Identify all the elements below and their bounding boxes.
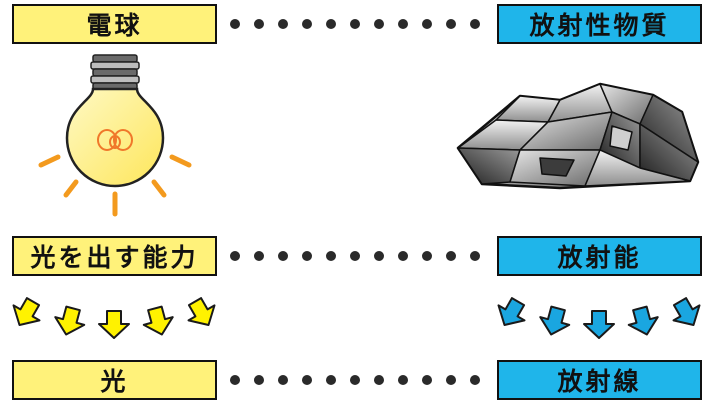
dot: [230, 19, 240, 29]
blue-arrows: [497, 297, 701, 339]
dot: [254, 375, 264, 385]
down-arrow-icon: [187, 297, 216, 326]
connector-dots-row-2: [230, 249, 480, 263]
down-arrow-icon: [627, 305, 659, 336]
dot: [278, 251, 288, 261]
dot: [302, 251, 312, 261]
down-arrow-icon: [539, 305, 571, 336]
dot: [302, 19, 312, 29]
light-label: 光: [12, 360, 217, 400]
dot: [374, 375, 384, 385]
dot: [350, 375, 360, 385]
dot: [446, 19, 456, 29]
light-bulb-icon: [38, 54, 192, 217]
dot: [254, 19, 264, 29]
radioactive-rock-icon: [456, 82, 700, 190]
dot: [302, 375, 312, 385]
dot: [254, 251, 264, 261]
dot: [230, 375, 240, 385]
dot: [278, 19, 288, 29]
dot: [326, 19, 336, 29]
dot: [230, 251, 240, 261]
light-bulb-label: 電球: [12, 4, 217, 44]
dot: [374, 19, 384, 29]
dot: [398, 375, 408, 385]
dot: [422, 375, 432, 385]
dot: [326, 251, 336, 261]
light-emitting-ability-label: 光を出す能力: [12, 236, 217, 276]
down-arrow-icon: [583, 310, 615, 339]
dot: [422, 251, 432, 261]
dot: [398, 19, 408, 29]
radiation-label: 放射線: [497, 360, 702, 400]
dot: [446, 251, 456, 261]
dot: [398, 251, 408, 261]
dot: [326, 375, 336, 385]
down-arrow-icon: [497, 297, 526, 326]
yellow-arrows: [12, 297, 216, 339]
dot: [470, 251, 480, 261]
dot: [278, 375, 288, 385]
dot: [470, 375, 480, 385]
radioactive-material-label: 放射性物質: [497, 4, 702, 44]
down-arrow-icon: [142, 305, 174, 336]
down-arrow-icon: [98, 310, 130, 339]
dot: [350, 19, 360, 29]
connector-dots-row-1: [230, 17, 480, 31]
down-arrow-icon: [12, 297, 41, 326]
dot: [350, 251, 360, 261]
dot: [374, 251, 384, 261]
radioactivity-label: 放射能: [497, 236, 702, 276]
dot: [422, 19, 432, 29]
down-arrow-icon: [672, 297, 701, 326]
down-arrow-icon: [54, 305, 86, 336]
connector-dots-row-3: [230, 373, 480, 387]
dot: [470, 19, 480, 29]
dot: [446, 375, 456, 385]
